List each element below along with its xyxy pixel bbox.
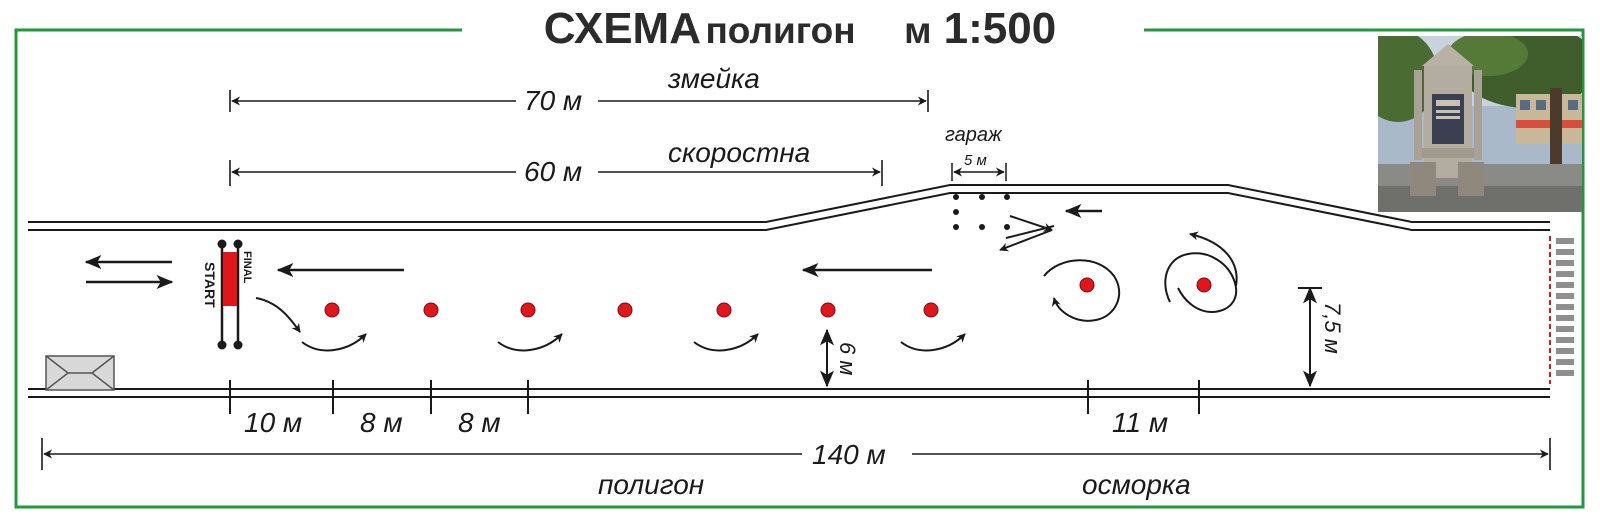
cones <box>324 277 1212 318</box>
start-finish-gate: START FINAL <box>202 239 253 350</box>
skorostna-length: 60 м <box>524 156 582 187</box>
cone <box>1079 277 1095 293</box>
cone <box>324 302 340 318</box>
box-marker <box>45 355 115 391</box>
diagram-title: СХЕМА полигон м 1:500 <box>0 4 1600 54</box>
start-bar <box>223 252 237 306</box>
dim-garage <box>951 163 1007 181</box>
gap-7-5-label: 7,5 м <box>1320 302 1345 354</box>
cone <box>617 302 633 318</box>
gap-ticks <box>229 380 1200 414</box>
cone <box>820 302 836 318</box>
skorostna-label: скоростна <box>668 137 810 168</box>
title-sub: полигон <box>705 10 856 51</box>
title-main: СХЕМА <box>543 4 701 53</box>
final-label: FINAL <box>241 251 253 284</box>
dim-zmeika <box>229 90 929 112</box>
start-label: START <box>202 262 218 308</box>
zmeika-length: 70 м <box>524 85 582 116</box>
osmorka-label: осморка <box>1082 469 1191 500</box>
gap-6-label: 6 м <box>835 342 860 375</box>
garage-length: 5 м <box>964 152 987 169</box>
zmeika-label: змейка <box>667 63 760 94</box>
gap-8a-label: 8 м <box>360 407 403 438</box>
road-bottom-edge <box>28 388 1550 398</box>
title-scale: м 1:500 <box>904 4 1056 53</box>
cone <box>423 302 439 318</box>
gap-11-label: 11 м <box>1112 407 1168 438</box>
garage-markers <box>953 194 1010 230</box>
cone <box>1196 277 1212 293</box>
title-scale-value: 1:500 <box>943 4 1057 53</box>
direction-arrows <box>84 204 1102 289</box>
dim-total <box>41 438 1551 470</box>
slalom-arrows <box>255 297 966 352</box>
cone <box>520 302 536 318</box>
road-top-edge <box>28 184 1550 231</box>
title-scale-prefix: м <box>904 10 932 51</box>
garage-label: гараж <box>945 124 1003 146</box>
total-length-label: 140 м <box>812 439 886 470</box>
loop-arrows <box>1043 231 1238 322</box>
dim-7-5m <box>1298 286 1322 388</box>
cone <box>716 302 732 318</box>
fountain-photo <box>1378 36 1582 212</box>
dim-skorostna <box>229 160 883 186</box>
gap-8b-label: 8 м <box>458 407 501 438</box>
finish-line <box>1549 236 1574 384</box>
garage-maneuver <box>999 215 1055 252</box>
cone <box>923 302 939 318</box>
frame <box>14 28 1585 509</box>
gap-10-label: 10 м <box>244 407 302 438</box>
poligon-label: полигон <box>598 469 704 500</box>
